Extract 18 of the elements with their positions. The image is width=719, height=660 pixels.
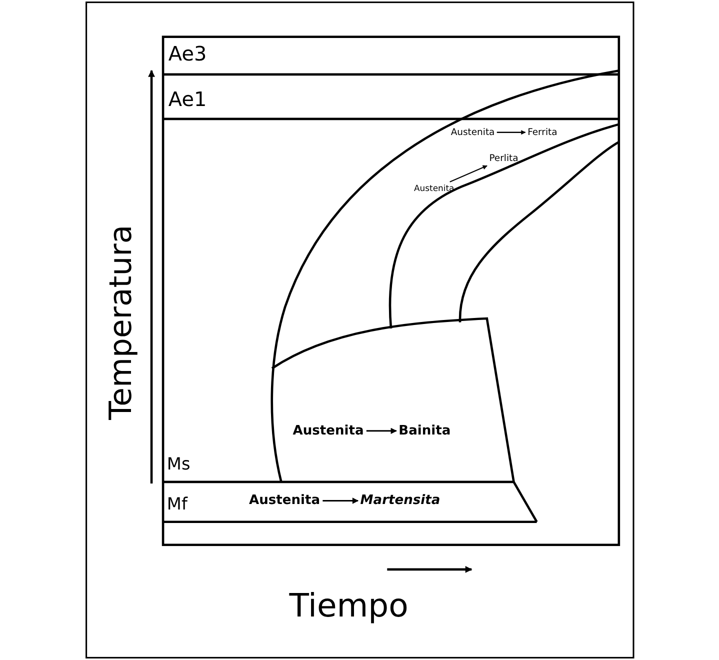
phase-label: Austenita xyxy=(249,493,320,508)
phase-label: Austenita xyxy=(414,184,454,194)
arrow xyxy=(496,130,526,135)
arrow xyxy=(366,428,397,434)
temperature-label: Mf xyxy=(166,496,188,514)
phase-label: Perlita xyxy=(489,154,518,164)
arrow xyxy=(322,498,359,504)
axis-title: Temperatura xyxy=(106,224,136,420)
phase-label: Austenita xyxy=(450,127,495,138)
phase-label: Martensita xyxy=(360,493,440,508)
temperature-label: Ae3 xyxy=(168,44,207,64)
temperature-label: Ms xyxy=(166,456,190,474)
arrow xyxy=(450,165,488,182)
phase-label: Ferrita xyxy=(528,127,558,138)
phase-label: Bainita xyxy=(398,424,451,438)
temperature-label: Ae1 xyxy=(168,90,207,110)
phase-label: Austenita xyxy=(292,424,364,438)
axis-title: Tiempo xyxy=(289,589,408,622)
